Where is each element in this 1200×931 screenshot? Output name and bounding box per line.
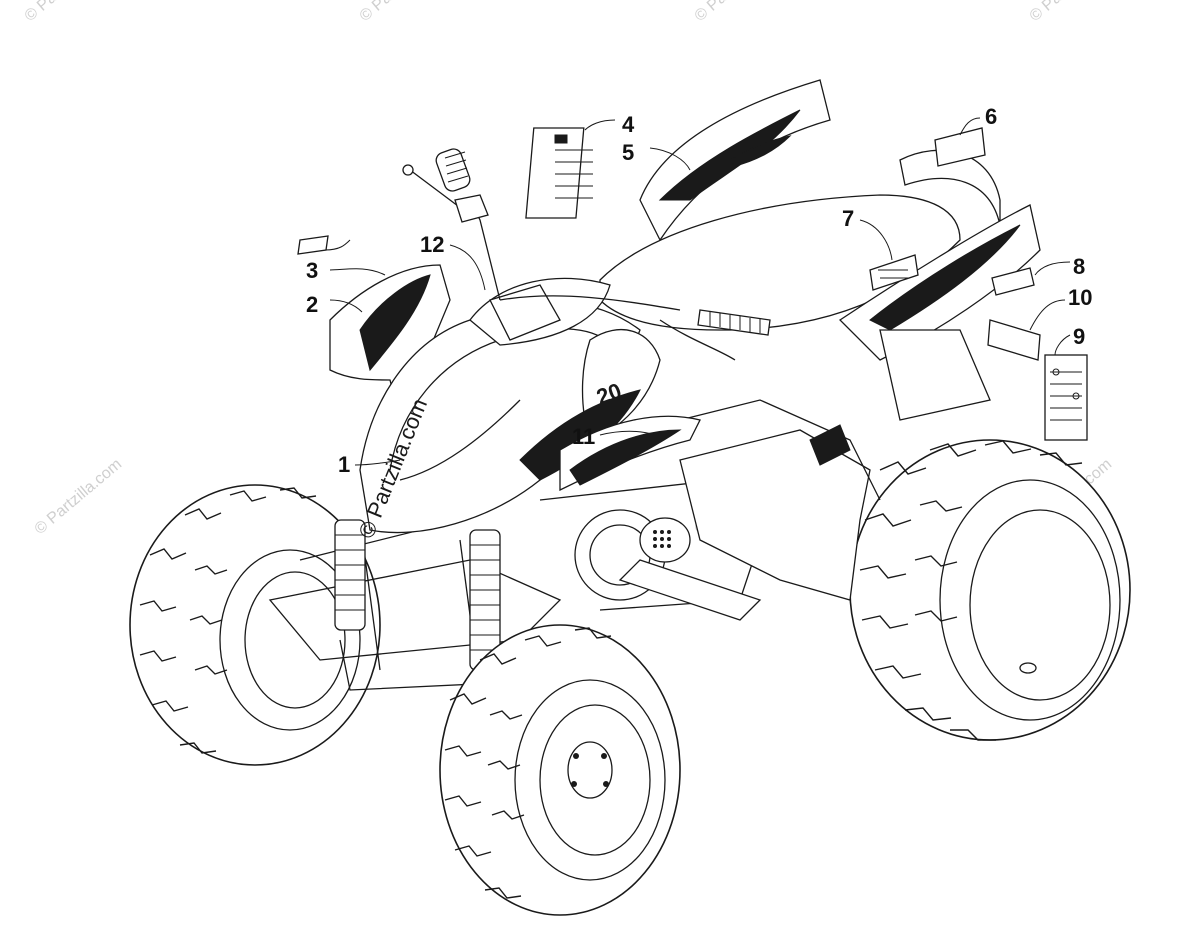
front-shock-left: [334, 519, 366, 631]
callout-3: 3: [306, 258, 318, 283]
callout-1: 1: [338, 452, 350, 477]
decal-4-warning-label: [525, 127, 593, 219]
decal-6: [934, 127, 986, 167]
rear-fender: [679, 429, 871, 601]
front-right-wheel: [439, 624, 681, 916]
callout-10: 10: [1068, 285, 1092, 310]
callout-2: 2: [306, 292, 318, 317]
front-body: 20: [329, 148, 771, 534]
loose-decals: [297, 127, 1088, 441]
callout-labels: 1 2 3 4 5 6 7 8 9 10 11 12: [306, 104, 1092, 477]
callout-7: 7: [842, 206, 854, 231]
callout-9: 9: [1073, 324, 1085, 349]
watermark: © Partzilla.com: [357, 0, 451, 25]
decal-9-info-label: [1044, 354, 1088, 441]
watermark: © Partzilla.com: [692, 0, 786, 25]
seat-assembly: [599, 79, 1041, 421]
frame-suspension: [268, 399, 881, 691]
callout-11: 11: [572, 424, 595, 449]
decal-3: [297, 235, 329, 255]
watermark: © Partzilla.com: [22, 0, 116, 25]
decal-10: [987, 319, 1041, 361]
callout-8: 8: [1073, 254, 1085, 279]
rear-right-wheel: [849, 439, 1131, 741]
front-shock-right: [469, 529, 501, 671]
decal-8: [991, 267, 1035, 296]
watermark: © Partzilla.com: [1027, 0, 1121, 25]
callout-5: 5: [622, 140, 634, 165]
watermark: © Partzilla.com: [32, 456, 126, 538]
callout-6: 6: [985, 104, 997, 129]
decal-7: [869, 254, 919, 291]
callout-4: 4: [622, 112, 635, 137]
leader-lines: [324, 117, 1071, 466]
callout-12: 12: [420, 232, 444, 257]
footrest: [618, 559, 762, 621]
